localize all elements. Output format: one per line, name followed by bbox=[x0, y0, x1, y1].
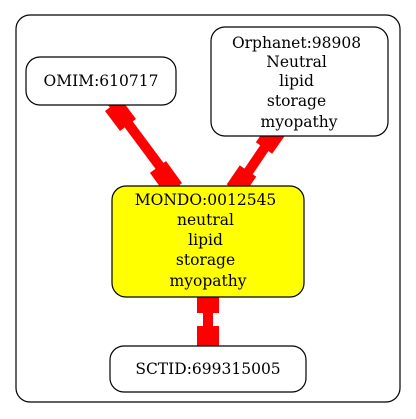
node-mondo-line: neutral bbox=[177, 211, 234, 229]
node-sctid[interactable]: SCTID:699315005 bbox=[109, 345, 307, 393]
node-omim-line: OMIM:610717 bbox=[44, 72, 159, 90]
node-mondo-line: myopathy bbox=[170, 272, 247, 290]
svg-text:SCTID:699315005: SCTID:699315005 bbox=[135, 360, 280, 378]
node-mondo[interactable]: MONDO:0012545 neutral lipid storage myop… bbox=[111, 185, 305, 298]
cluster-box bbox=[15, 14, 401, 403]
edge-omim-to-mondo bbox=[105, 99, 183, 195]
node-omim[interactable]: OMIM:610717 bbox=[25, 56, 177, 106]
svg-text:Orphanet:98908 Neutral: Orphanet:98908 Neutral lipid storage myo… bbox=[232, 34, 366, 131]
edge-orphanet-to-mondo bbox=[226, 125, 285, 196]
node-mondo-line: storage bbox=[176, 251, 235, 269]
node-orphanet-line: storage bbox=[267, 92, 326, 110]
node-mondo-line: lipid bbox=[188, 231, 223, 249]
node-orphanet-line: Neutral bbox=[266, 53, 327, 71]
node-orphanet[interactable]: Orphanet:98908 Neutral lipid storage myo… bbox=[210, 26, 389, 137]
node-orphanet-line: Orphanet:98908 bbox=[232, 34, 361, 52]
node-orphanet-line: myopathy bbox=[261, 113, 338, 131]
node-orphanet-line: lipid bbox=[279, 72, 314, 90]
svg-text:OMIM:610717: OMIM:610717 bbox=[44, 72, 159, 90]
node-mondo-line: MONDO:0012545 bbox=[135, 191, 277, 209]
svg-text:MONDO:0012545 neutral: MONDO:0012545 neutral lipid storage myop… bbox=[135, 191, 281, 290]
node-sctid-line: SCTID:699315005 bbox=[135, 360, 280, 378]
